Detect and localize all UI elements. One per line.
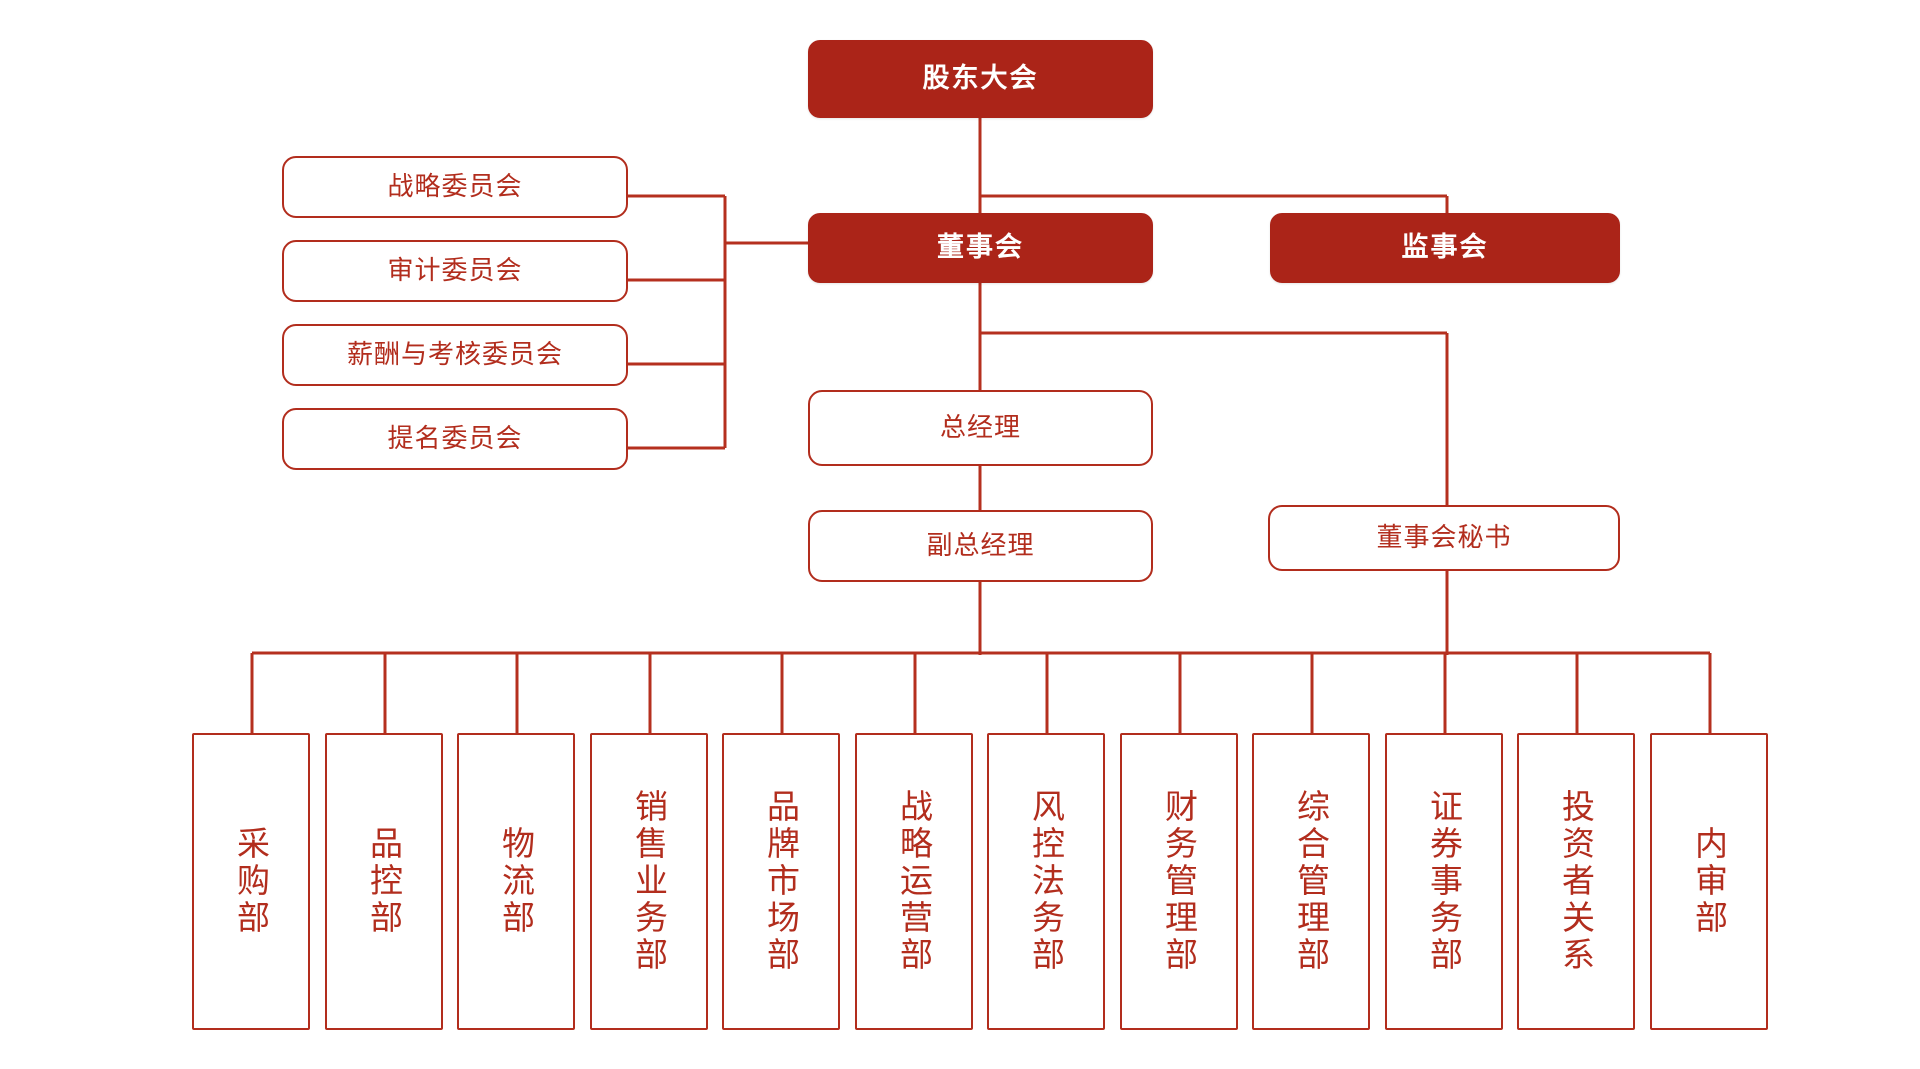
node-procurement-department[interactable]: 采购部 [192,733,310,1030]
node-label: 总经理 [939,412,1021,443]
node-internal-audit-department[interactable]: 内审部 [1650,733,1768,1030]
node-nomination-committee[interactable]: 提名委员会 [282,408,628,470]
node-label: 投资者关系 [1557,789,1595,974]
node-financial-management-department[interactable]: 财务管理部 [1120,733,1238,1030]
node-shareholders-meeting[interactable]: 股东大会 [808,40,1153,118]
node-label: 董事会秘书 [1376,522,1512,553]
node-label: 内审部 [1690,826,1728,937]
node-label: 综合管理部 [1292,789,1330,974]
node-deputy-general-manager[interactable]: 副总经理 [808,510,1153,582]
node-label: 财务管理部 [1160,789,1198,974]
node-board-secretary[interactable]: 董事会秘书 [1268,505,1620,571]
node-board-of-supervisors[interactable]: 监事会 [1270,213,1620,283]
node-audit-committee[interactable]: 审计委员会 [282,240,628,302]
node-label: 品控部 [365,826,403,937]
node-label: 战略运营部 [895,789,933,974]
node-general-manager[interactable]: 总经理 [808,390,1153,466]
node-remuneration-and-appraisal-committee[interactable]: 薪酬与考核委员会 [282,324,628,386]
node-label: 薪酬与考核委员会 [346,339,563,370]
node-risk-control-legal-department[interactable]: 风控法务部 [987,733,1105,1030]
node-label: 战略委员会 [387,171,523,202]
node-label: 物流部 [497,826,535,937]
node-securities-affairs-department[interactable]: 证券事务部 [1385,733,1503,1030]
node-logistics-department[interactable]: 物流部 [457,733,575,1030]
node-label: 采购部 [232,826,270,937]
node-label: 副总经理 [926,530,1035,561]
node-strategic-operations-department[interactable]: 战略运营部 [855,733,973,1030]
node-label: 监事会 [1401,232,1489,263]
node-label: 股东大会 [922,63,1039,94]
node-label: 董事会 [937,232,1024,263]
node-board-of-directors[interactable]: 董事会 [808,213,1153,283]
node-label: 风控法务部 [1027,789,1065,974]
node-label: 品牌市场部 [762,789,800,974]
node-label: 销售业务部 [630,789,668,974]
node-quality-control-department[interactable]: 品控部 [325,733,443,1030]
node-strategy-committee[interactable]: 战略委员会 [282,156,628,218]
node-investor-relations[interactable]: 投资者关系 [1517,733,1635,1030]
node-general-administration-department[interactable]: 综合管理部 [1252,733,1370,1030]
node-label: 证券事务部 [1425,789,1463,974]
node-label: 提名委员会 [387,423,523,454]
node-brand-marketing-department[interactable]: 品牌市场部 [722,733,840,1030]
node-label: 审计委员会 [387,255,523,286]
node-sales-business-department[interactable]: 销售业务部 [590,733,708,1030]
